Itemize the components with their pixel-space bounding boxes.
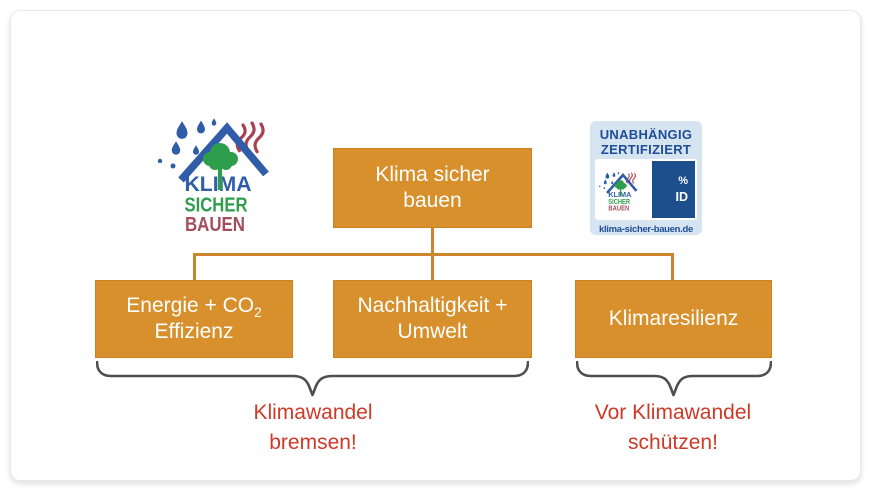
badge-id-label: ID <box>675 190 689 204</box>
brace-right-icon <box>576 361 772 397</box>
connector-middle-vertical <box>431 255 434 280</box>
badge-mini-logo <box>597 170 638 213</box>
badge-id-box: % ID <box>652 161 695 218</box>
slide-card <box>10 10 861 481</box>
root-label-line2: bauen <box>403 189 462 212</box>
caption-vor-klimawandel-schuetzen: Vor Klimawandel schützen! <box>573 398 773 458</box>
root-label-line1: Klima sicher <box>375 163 490 186</box>
caption-left-line1: Klimawandel <box>253 401 373 424</box>
caption-left-line2: bremsen! <box>269 431 357 454</box>
diagram-node-nachhaltigkeit-umwelt: Nachhaltigkeit + Umwelt <box>333 280 532 358</box>
connector-left-vertical <box>193 255 196 280</box>
diagram-node-klimaresilienz: Klimaresilienz <box>575 280 772 358</box>
badge-url: klima-sicher-bauen.de <box>598 224 693 235</box>
child1-label-line2: Effizienz <box>154 320 234 343</box>
caption-right-line1: Vor Klimawandel <box>594 401 752 424</box>
child2-label-line1: Nachhaltigkeit + <box>357 294 508 317</box>
caption-right-line2: schützen! <box>628 431 718 454</box>
klima-sicher-bauen-logo: KLIMA SICHER BAUEN <box>157 118 269 236</box>
child2-label-line2: Umwelt <box>397 320 468 343</box>
badge-inner-panel: % ID <box>595 159 697 220</box>
caption-klimawandel-bremsen: Klimawandel bremsen! <box>213 398 413 458</box>
certification-badge: UNABHÄNGIG ZERTIFIZIERT % ID klima-siche… <box>590 121 702 235</box>
diagram-node-energie-co2-effizienz: Energie + CO2 Effizienz <box>95 280 293 358</box>
tree-icon <box>203 143 238 190</box>
diagram-node-root: Klima sicher bauen <box>333 148 532 228</box>
brace-left-icon <box>96 361 529 397</box>
logo-word-sicher: SICHER <box>185 195 248 217</box>
logo-word-bauen: BAUEN <box>185 214 245 236</box>
child1-label-line1: Energie + CO2 <box>126 294 262 321</box>
connector-horizontal <box>193 253 674 256</box>
connector-root-vertical <box>431 228 434 255</box>
badge-title-line1: UNABHÄNGIG <box>599 127 693 142</box>
connector-right-vertical <box>671 255 674 280</box>
badge-percent-label: % <box>678 175 688 187</box>
roof-icon <box>178 122 269 183</box>
badge-title-line2: ZERTIFIZIERT <box>600 142 692 157</box>
child3-label: Klimaresilienz <box>608 307 739 330</box>
